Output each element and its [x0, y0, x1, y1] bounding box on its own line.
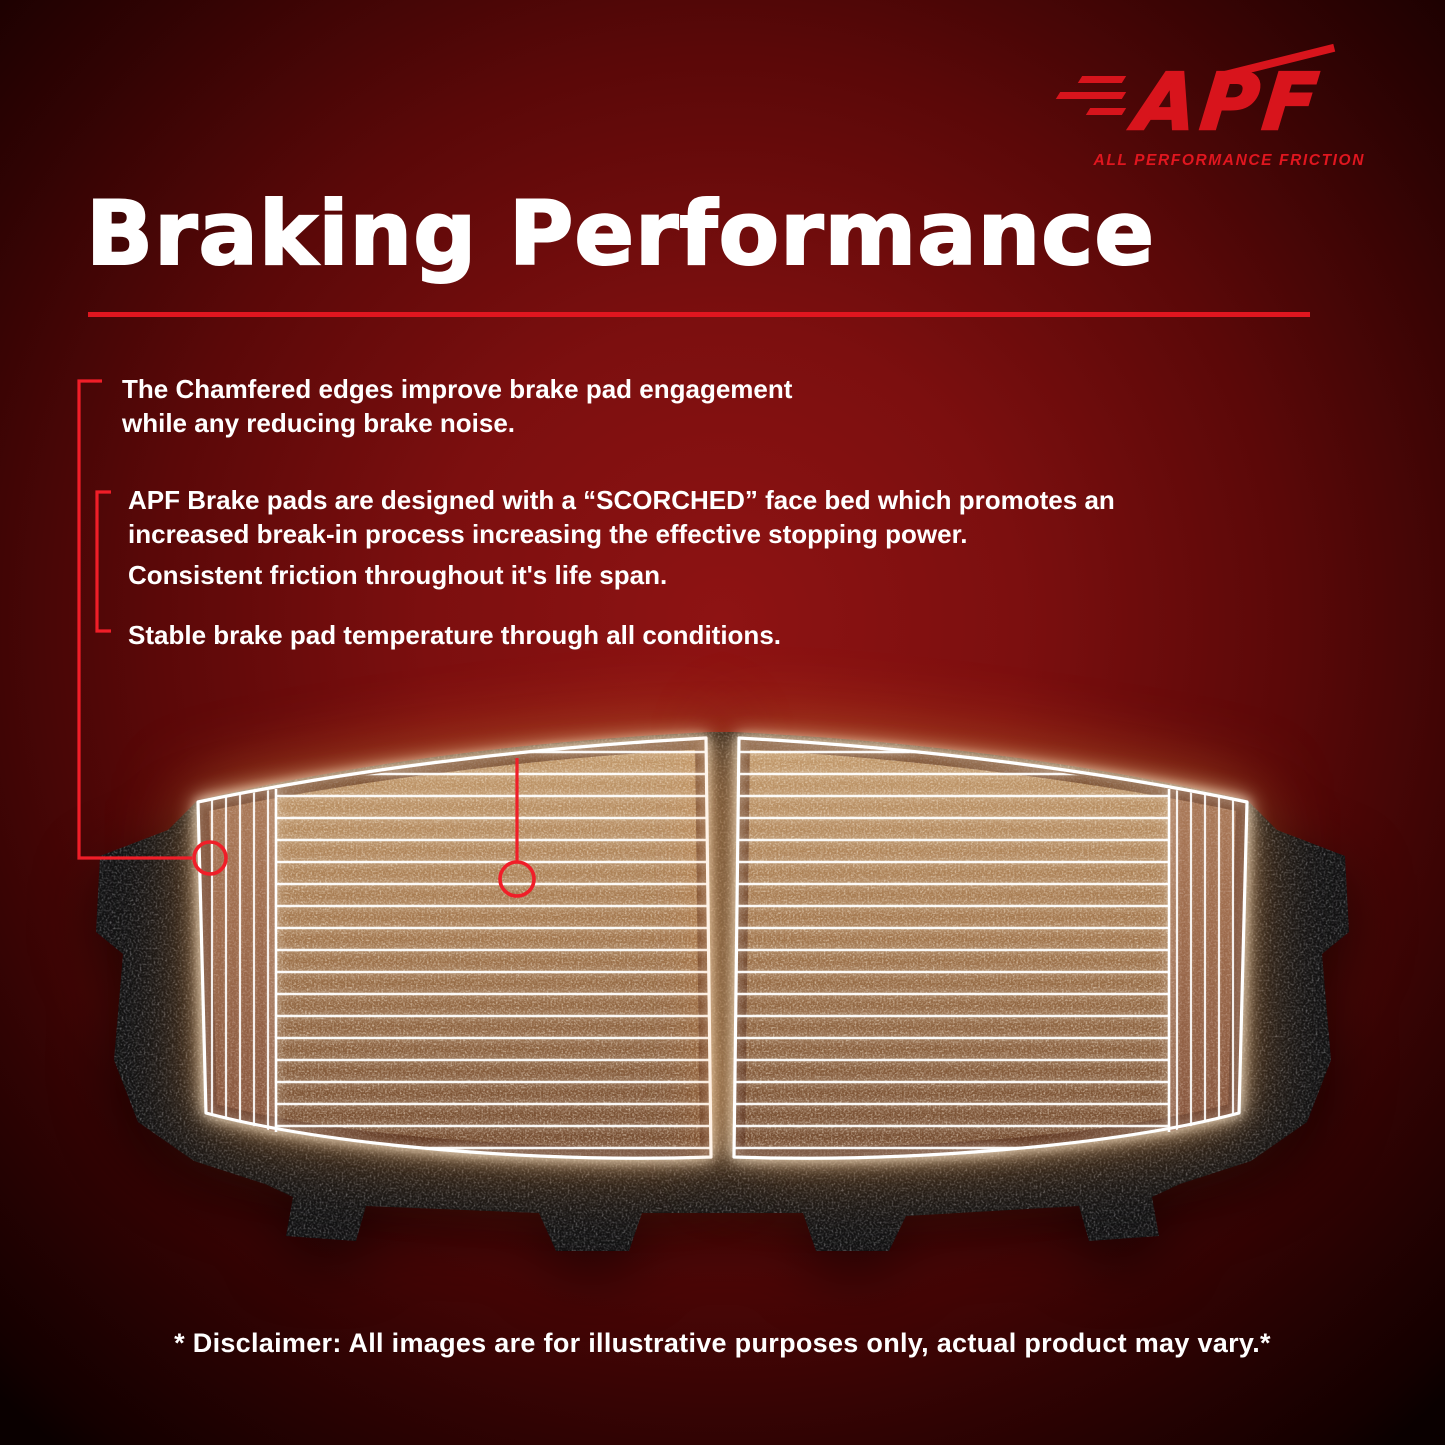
- callout-circle-chamfer: [192, 840, 228, 876]
- brand-logo-text: APF: [1130, 57, 1328, 150]
- brand-tagline: ALL PERFORMANCE FRICTION: [1093, 152, 1365, 169]
- disclaimer-text: * Disclaimer: All images are for illustr…: [174, 1328, 1271, 1358]
- brand-logo-mark: APF: [1056, 43, 1336, 149]
- feature-consistent-friction: Consistent friction throughout it's life…: [128, 560, 668, 590]
- callout-line-chamfer: [77, 379, 192, 860]
- feature-stable-temperature: Stable brake pad temperature through all…: [128, 620, 781, 650]
- feature-chamfered-edges: The Chamfered edges improve brake pad en…: [122, 374, 793, 439]
- page-title: Braking Performance: [85, 182, 1156, 285]
- speed-lines-icon: [1050, 76, 1127, 124]
- callout-bracket-features: [95, 490, 111, 633]
- brand-logo: APF ALL PERFORMANCE FRICTION: [1056, 43, 1365, 170]
- feature-scorched-face-bed: APF Brake pads are designed with a “SCOR…: [128, 485, 1115, 550]
- callout-circle-facebed: [498, 860, 536, 898]
- title-underline: [88, 312, 1310, 317]
